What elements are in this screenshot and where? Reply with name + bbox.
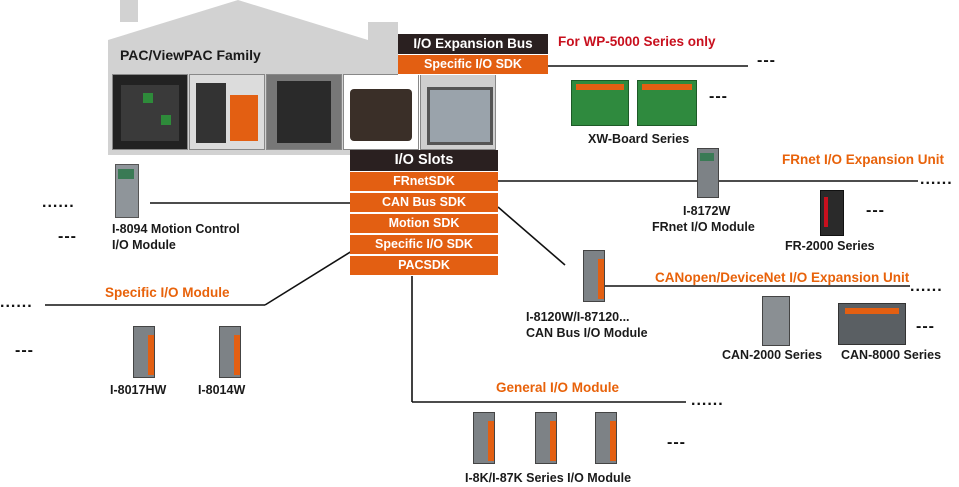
general-io-caption: I-8K/I-87K Series I/O Module — [465, 471, 632, 485]
wp5000-note: For WP-5000 Series only — [558, 34, 716, 49]
sdk-specific-io: Specific I/O SDK — [350, 235, 498, 255]
sdk-can-bus: CAN Bus SDK — [350, 193, 498, 213]
i8017hw-label: I-8017HW — [110, 383, 167, 397]
i8120w-label-1: I-8120W/I-87120... — [526, 310, 630, 324]
specific-ellipsis-dash: --- — [15, 342, 34, 359]
motion-module-photo — [115, 164, 139, 218]
specific-diagonal-line — [264, 245, 361, 306]
can-ellipsis-dash: --- — [916, 318, 935, 335]
expansion-bus-header: I/O Expansion Bus — [398, 34, 548, 54]
i8172w-photo — [697, 148, 719, 198]
i8014w-label: I-8014W — [198, 383, 246, 397]
pac-photo-2 — [189, 74, 265, 150]
i8017hw-photo — [133, 326, 155, 378]
sdk-frnet: FRnetSDK — [350, 172, 498, 192]
i8172w-label-1: I-8172W — [683, 204, 731, 218]
specific-ellipsis-dots: ...... — [0, 294, 33, 311]
pac-photo-1 — [112, 74, 188, 150]
i8120w-label-2: CAN Bus I/O Module — [526, 326, 648, 340]
general-module-photo-1 — [473, 412, 495, 464]
can2000-photo — [762, 296, 790, 346]
expansion-bus-ellipsis: --- — [757, 52, 776, 69]
can8000-photo — [838, 303, 906, 345]
sdk-motion: Motion SDK — [350, 214, 498, 234]
xw-ellipsis: --- — [709, 88, 728, 105]
i8172w-label-2: FRnet I/O Module — [652, 220, 755, 234]
general-io-title: General I/O Module — [496, 380, 620, 395]
pac-photo-5 — [420, 74, 496, 150]
i8014w-photo — [219, 326, 241, 378]
general-ellipsis-dash: --- — [667, 434, 686, 451]
can-ellipsis-dots: ...... — [910, 278, 943, 295]
can2000-label: CAN-2000 Series — [722, 348, 823, 362]
family-title: PAC/ViewPAC Family — [120, 47, 261, 63]
general-module-photo-2 — [535, 412, 557, 464]
general-ellipsis-dots: ...... — [691, 392, 724, 409]
motion-ellipsis-dots: ...... — [42, 194, 75, 211]
i8120w-photo — [583, 250, 605, 302]
fr2000-label: FR-2000 Series — [785, 239, 875, 253]
frnet-title: FRnet I/O Expansion Unit — [782, 152, 945, 167]
sdk-pacsdk: PACSDK — [350, 256, 498, 276]
motion-ellipsis-dash: --- — [58, 228, 77, 245]
xw-board-photo-1 — [571, 80, 629, 126]
fr2000-photo — [820, 190, 844, 236]
xw-board-photo-2 — [637, 80, 697, 126]
specific-io-title: Specific I/O Module — [105, 285, 230, 300]
motion-label-1: I-8094 Motion Control — [112, 222, 240, 236]
can-diagonal-line — [497, 206, 566, 266]
pac-photo-4 — [343, 74, 419, 150]
frnet-ellipsis-dash: --- — [866, 202, 885, 219]
frnet-ellipsis-dots: ...... — [920, 171, 953, 188]
general-module-photo-3 — [595, 412, 617, 464]
pac-photo-3 — [266, 74, 342, 150]
can-title: CANopen/DeviceNet I/O Expansion Unit — [655, 270, 910, 285]
xw-board-label: XW-Board Series — [588, 132, 690, 146]
io-slots-header: I/O Slots — [350, 150, 498, 171]
can8000-label: CAN-8000 Series — [841, 348, 942, 362]
expansion-bus-sdk: Specific I/O SDK — [398, 55, 548, 75]
motion-label-2: I/O Module — [112, 238, 176, 252]
